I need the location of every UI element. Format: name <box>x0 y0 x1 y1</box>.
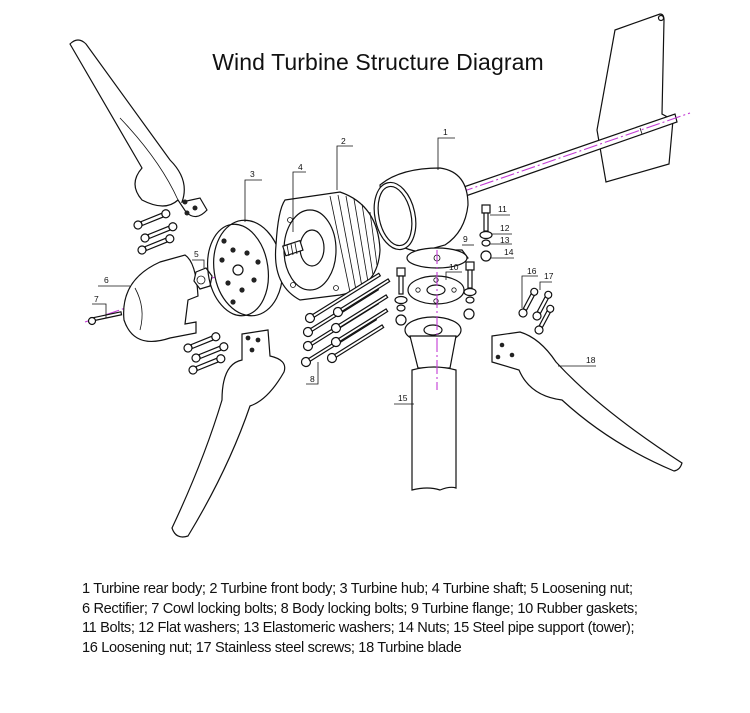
part-8-body-locking-bolts <box>300 272 391 368</box>
callout-13: 13 <box>490 235 512 245</box>
svg-text:5: 5 <box>194 249 199 259</box>
svg-text:9: 9 <box>463 234 468 244</box>
callout-3: 3 <box>244 169 262 222</box>
part-3-turbine-hub <box>207 219 283 317</box>
part-16-17-screws <box>518 287 555 335</box>
legend-line: 16 Loosening nut; 17 Stainless steel scr… <box>82 639 462 656</box>
callout-7: 7 <box>92 294 107 318</box>
legend-line: 6 Rectifier; 7 Cowl locking bolts; 8 Bod… <box>82 600 638 617</box>
callout-15: 15 <box>394 393 414 405</box>
callouts: 1 2 3 4 5 6 7 8 9 10 11 12 13 14 15 16 1… <box>92 127 596 405</box>
part-5-loosening-nut <box>193 267 213 290</box>
callout-16: 16 <box>521 266 538 308</box>
svg-text:10: 10 <box>449 262 459 272</box>
callout-11: 11 <box>490 204 510 216</box>
part-15-steel-pipe-support <box>404 316 462 491</box>
part-7-cowl-bolt <box>87 311 123 326</box>
svg-text:2: 2 <box>341 136 346 146</box>
callout-12: 12 <box>492 223 512 235</box>
svg-text:4: 4 <box>298 162 303 172</box>
legend-line: 1 Turbine rear body; 2 Turbine front bod… <box>82 581 633 597</box>
part-18-turbine-blade <box>491 331 683 472</box>
svg-text:1: 1 <box>443 127 448 137</box>
svg-text:13: 13 <box>500 235 510 245</box>
parts-legend: 1 Turbine rear body; 2 Turbine front bod… <box>82 580 742 658</box>
svg-text:3: 3 <box>250 169 255 179</box>
part-6-rectifier <box>123 254 199 342</box>
callout-5: 5 <box>192 249 205 268</box>
svg-text:12: 12 <box>500 223 510 233</box>
svg-text:11: 11 <box>498 204 507 214</box>
svg-text:18: 18 <box>586 355 596 365</box>
diagram-title: Wind Turbine Structure Diagram <box>212 49 544 75</box>
svg-text:6: 6 <box>104 275 109 285</box>
callout-14: 14 <box>490 247 514 259</box>
callout-18: 18 <box>558 355 596 367</box>
turbine-blade-bottom-left <box>171 329 286 538</box>
callout-2: 2 <box>336 136 353 190</box>
part-2-turbine-front-body <box>274 191 381 301</box>
bolt-washer-nut-stack <box>394 204 493 326</box>
svg-text:7: 7 <box>94 294 99 304</box>
svg-text:16: 16 <box>527 266 537 276</box>
svg-text:8: 8 <box>310 374 315 384</box>
legend-line: 11 Bolts; 12 Flat washers; 13 Elastomeri… <box>82 620 635 636</box>
tail-vane <box>596 13 674 183</box>
callout-9: 9 <box>462 234 474 246</box>
callout-17: 17 <box>539 271 554 290</box>
callout-4: 4 <box>292 162 306 232</box>
part-4-turbine-shaft <box>282 239 304 257</box>
part-10-rubber-gasket <box>407 275 465 305</box>
callout-6: 6 <box>98 275 130 287</box>
svg-text:14: 14 <box>504 247 514 257</box>
callout-10: 10 <box>445 262 462 280</box>
blade-bolts-top-left <box>133 209 178 255</box>
turbine-blade-top-left <box>69 39 208 218</box>
callout-1: 1 <box>437 127 455 170</box>
part-1-turbine-rear-body <box>373 167 469 267</box>
blade-bolts-bottom-left <box>183 332 229 375</box>
svg-text:17: 17 <box>544 271 554 281</box>
callout-8: 8 <box>306 362 319 385</box>
svg-text:15: 15 <box>398 393 408 403</box>
